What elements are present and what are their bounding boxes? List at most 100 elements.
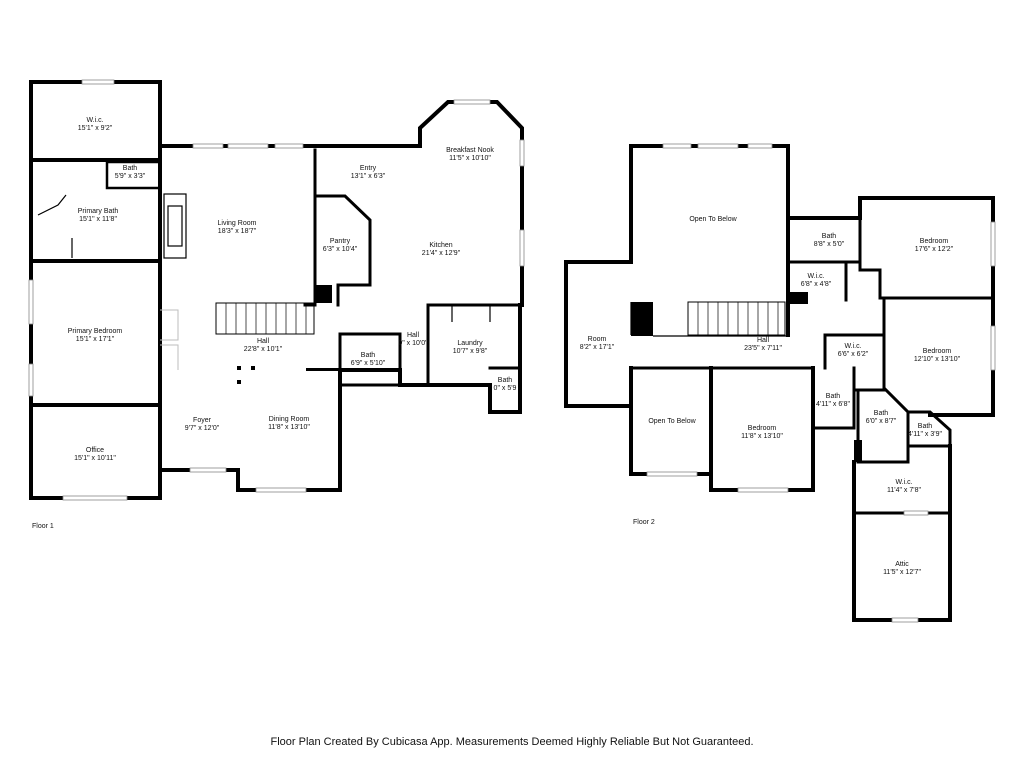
pantry-walls: [313, 194, 372, 307]
column-block: [315, 285, 332, 303]
room-dims: 23'5" x 7'11": [744, 345, 782, 352]
room-label: Foyer: [193, 417, 212, 424]
room-label: Laundry: [457, 340, 483, 347]
room-dims: 15'1" x 9'2": [78, 125, 113, 132]
attic-walls: [852, 444, 952, 622]
room-dims: 0" x 5'9: [494, 385, 517, 392]
north-wall: [158, 100, 524, 307]
room-dims: 15'1" x 10'11": [74, 455, 116, 462]
room-label: Bedroom: [923, 348, 952, 355]
open-to-below-walls: [629, 144, 790, 337]
room-dims: 17'6" x 12'2": [915, 246, 954, 253]
room-label: Bedroom: [748, 425, 777, 432]
room-label: W.i.c.: [895, 479, 912, 486]
room-dims: 15'1" x 17'1": [76, 336, 115, 343]
room-label: W.i.c.: [807, 273, 824, 280]
window: [891, 617, 919, 623]
window: [28, 363, 34, 397]
floor-1-label: Floor 1: [32, 523, 54, 530]
room-dims: 6'9" x 5'10": [351, 360, 386, 367]
room-label: Bath: [826, 393, 841, 400]
dining-wall: [306, 368, 340, 371]
fireplace-hearth: [167, 205, 183, 247]
floor-2-plan: Floor 2 Open To Below Bath 8'8" x 5'0" B…: [564, 143, 996, 623]
window: [737, 487, 789, 493]
window: [28, 279, 34, 325]
room-label: Bath: [822, 233, 837, 240]
floor-plan-canvas: Floor 1 W.i.c. 15'1" x 9'2" Bath 5'9" x …: [28, 79, 996, 623]
window: [903, 510, 929, 516]
window: [662, 143, 692, 149]
room-label: Bath: [361, 352, 376, 359]
window: [453, 99, 491, 105]
room-dims: 8'2" x 17'1": [580, 344, 615, 351]
column-block: [788, 292, 808, 304]
window: [189, 467, 227, 473]
room-label: Bath: [918, 423, 933, 430]
chimney-block: [631, 302, 653, 336]
room-dims: 11'8" x 13'10": [741, 433, 783, 440]
bedroom-walls: [858, 196, 995, 300]
room-label: Open To Below: [689, 216, 737, 223]
room-label: Dining Room: [269, 416, 310, 423]
room-dims: 6'3" x 10'4": [323, 246, 358, 253]
room-dims: 13'1" x 6'3": [351, 173, 386, 180]
room-dims: 15'1" x 11'8": [79, 216, 117, 223]
room-label: Open To Below: [648, 418, 696, 425]
bath-walls: [906, 410, 952, 448]
floor-1-plan: Floor 1 W.i.c. 15'1" x 9'2" Bath 5'9" x …: [28, 79, 525, 530]
window: [646, 471, 698, 477]
room-label: Primary Bedroom: [68, 328, 123, 335]
room-label: Living Room: [218, 220, 257, 227]
room-dims: 12'10" x 13'10": [914, 356, 961, 363]
room-label: W.i.c.: [844, 343, 861, 350]
fireplace: [163, 193, 187, 259]
room-dims: 8'8" x 5'0": [814, 241, 845, 248]
window: [697, 143, 739, 149]
room-dims: 4'11" x 3'9": [908, 431, 942, 438]
bath-walls: [856, 388, 910, 464]
laundry-cabinets: [451, 305, 491, 322]
bedroom-west-wall: [882, 296, 911, 415]
room-dims: 10'7" x 9'8": [453, 348, 488, 355]
room-label: Hall: [407, 332, 420, 339]
bath-walls: [338, 332, 402, 387]
room-dims: 0" x 10'0": [398, 340, 428, 347]
room-dims: 11'5" x 10'10": [449, 155, 491, 162]
room-label: Room: [588, 336, 607, 343]
tub: [37, 194, 73, 258]
floor-2-label: Floor 2: [633, 519, 655, 526]
window: [255, 487, 307, 493]
room-walls: [564, 260, 633, 408]
column: [237, 366, 241, 370]
room-dims: 6'8" x 4'8": [801, 281, 832, 288]
room-label: Hall: [757, 337, 770, 344]
room-dims: 21'4" x 12'9": [422, 250, 461, 257]
room-label: W.i.c.: [86, 117, 103, 124]
room-dims: 6'6" x 6'2": [838, 351, 869, 358]
railing: [630, 302, 788, 337]
column: [251, 366, 255, 370]
closet-door-swings: [160, 309, 179, 370]
room-dims: 11'8" x 13'10": [268, 424, 310, 431]
room-label: Office: [86, 447, 104, 454]
column-block: [854, 440, 862, 462]
room-label: Bath: [123, 165, 138, 172]
room-label: Kitchen: [429, 242, 452, 249]
room-label: Attic: [895, 561, 909, 568]
window: [990, 325, 996, 371]
window: [274, 143, 304, 149]
room-label: Bath: [498, 377, 513, 384]
room-label: Primary Bath: [78, 208, 119, 215]
room-dims: 4'11" x 6'8": [816, 401, 850, 408]
upper-outer-walls: [786, 196, 995, 417]
room-label: Bath: [874, 410, 889, 417]
window: [62, 495, 128, 501]
window: [81, 79, 115, 85]
window: [192, 143, 224, 149]
room-dims: 9'7" x 12'0": [185, 425, 220, 432]
window: [747, 143, 773, 149]
bath-walls: [811, 388, 856, 430]
room-label: Bedroom: [920, 238, 949, 245]
window: [990, 221, 996, 267]
